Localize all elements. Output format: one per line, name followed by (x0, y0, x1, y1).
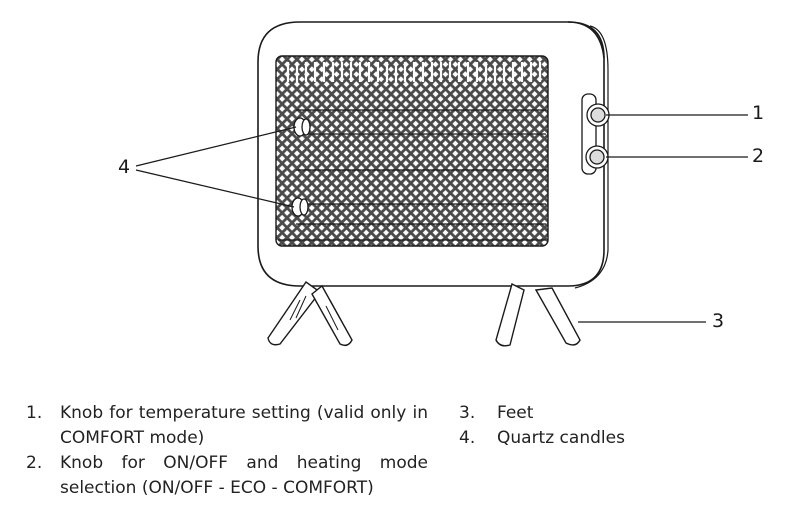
legend-left: 1. Knob for temperature setting (valid o… (0, 401, 430, 501)
quartz-candle-top (293, 117, 311, 137)
legend-text: Feet (497, 403, 534, 423)
legend-number: 2. (26, 453, 43, 473)
front-grille (275, 55, 549, 247)
legend-number: 1. (26, 403, 43, 423)
callout-4: 4 (118, 156, 131, 178)
legend-text: Quartz candles (497, 428, 625, 448)
legend-right: 3. Feet 4. Quartz candles (433, 401, 763, 451)
foot-right (495, 282, 581, 347)
legend-item-3: 3. Feet (433, 401, 763, 426)
knob-mode (585, 145, 609, 169)
callout-3: 3 (712, 310, 725, 332)
legend-item-4: 4. Quartz candles (433, 426, 763, 451)
legend-text: Knob for temperature setting (valid only… (60, 403, 428, 448)
legend-item-2: 2. Knob for ON/OFF and heating mode sele… (0, 451, 430, 501)
callout-1: 1 (752, 102, 765, 124)
foot-left (267, 281, 353, 347)
legend-text: Knob for ON/OFF and heating mode selecti… (60, 453, 428, 498)
legend-number: 4. (459, 428, 476, 448)
callout-2: 2 (752, 145, 765, 167)
quartz-candle-bottom (291, 197, 309, 217)
leader-lines (135, 114, 748, 323)
legend-number: 3. (459, 403, 476, 423)
legend-item-1: 1. Knob for temperature setting (valid o… (0, 401, 430, 451)
